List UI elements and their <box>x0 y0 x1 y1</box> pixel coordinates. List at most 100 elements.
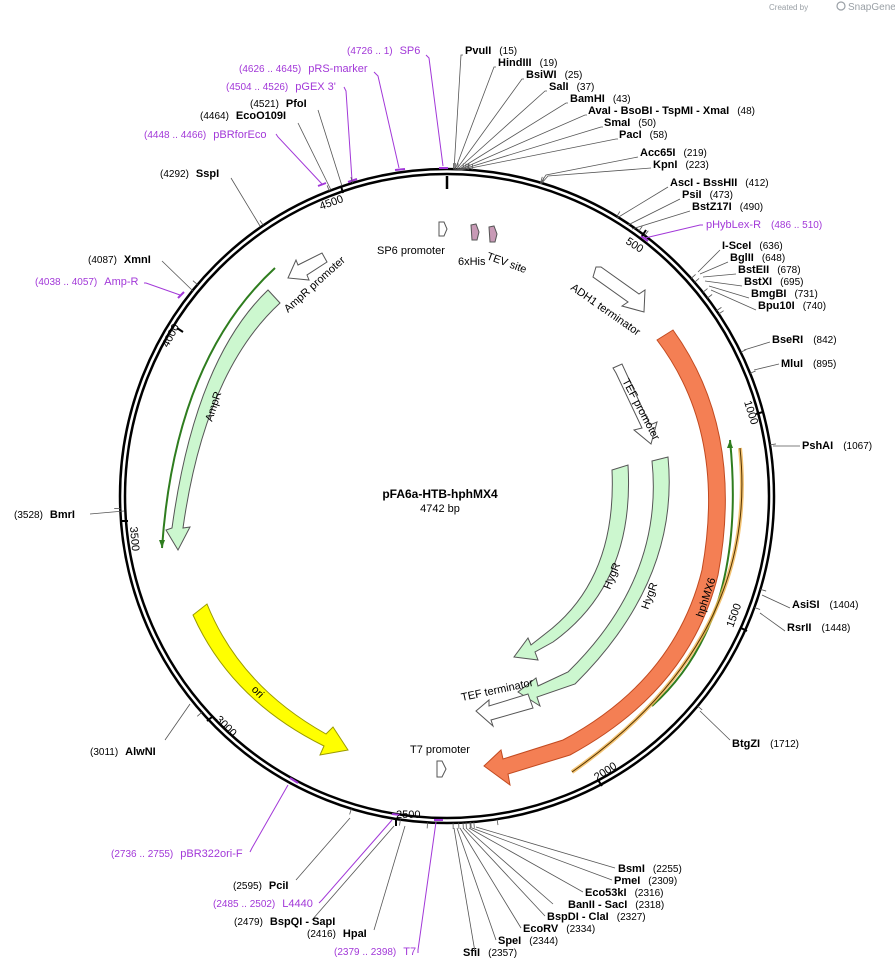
enzyme-asci-group-name: AscI - BssHII <box>670 177 737 189</box>
enzyme-bpu10i-pos: (740) <box>803 301 826 312</box>
enzyme-sfii-name: SfiI <box>463 947 480 959</box>
enzyme-paci: PacI(58) <box>619 129 667 141</box>
cut-site-mark <box>702 288 708 293</box>
enzyme-hindiii-name: HindIII <box>498 57 532 69</box>
primer-l4440-name: L4440 <box>282 898 313 910</box>
primer-pgex3-name: pGEX 3' <box>295 81 336 93</box>
enzyme-btgzi: BtgZI(1712) <box>732 738 799 750</box>
tick-2000: 2000 <box>592 760 619 783</box>
primer-prs-marker-pos: (4626 .. 4645) <box>239 64 301 75</box>
enzyme-rsrii-pos: (1448) <box>821 623 850 634</box>
enzyme-smai-name: SmaI <box>604 117 630 129</box>
enzyme-pshai: PshAI(1067) <box>802 440 872 452</box>
cut-site-mark <box>192 280 198 285</box>
enzyme-sfii: SfiI(2357) <box>463 947 517 959</box>
primer-l4440-pos: (2485 .. 2502) <box>213 899 275 910</box>
hph-gold-strand-core <box>571 447 743 773</box>
enzyme-bspqi-sapi-name: BspQI - SapI <box>270 916 335 928</box>
primer-amp-r: (4038 .. 4057)Amp-R <box>35 276 139 288</box>
enzyme-bmgbi: BmgBI(731) <box>751 288 818 300</box>
enzyme-kpni: KpnI(223) <box>653 159 709 171</box>
cut-site-mark <box>496 819 499 826</box>
hygr-inner-arrow <box>513 464 630 661</box>
enzyme-i-scei-name: I-SceI <box>722 240 751 252</box>
cut-site-mark <box>716 307 722 312</box>
enzyme-i-scei-pos: (636) <box>759 241 782 252</box>
snapgene-logo-icon <box>836 1 846 11</box>
enzyme-eco53ki: Eco53kI(2316) <box>585 887 664 899</box>
enzyme-ecoo109i-name: EcoO109I <box>236 110 286 122</box>
enzyme-xmni: (4087)XmnI <box>88 254 151 266</box>
enzyme-bpu10i-name: Bpu10I <box>758 300 795 312</box>
enzyme-alwni-pos: (3011) <box>90 747 118 758</box>
cut-site-mark <box>690 274 696 279</box>
enzyme-hpai-pos: (2416) <box>307 929 336 940</box>
enzyme-pvuii-pos: (15) <box>499 46 517 57</box>
label-t7-promoter: T7 promoter <box>410 744 470 756</box>
enzyme-bspqi-sapi-pos: (2479) <box>234 917 263 928</box>
cut-site-mark <box>707 294 713 299</box>
enzyme-pcii-pos: (2595) <box>233 881 262 892</box>
enzyme-eco53ki-pos: (2316) <box>635 888 664 899</box>
enzyme-bmgbi-name: BmgBI <box>751 288 786 300</box>
enzyme-bsiwi: BsiWI(25) <box>526 69 582 81</box>
primer-markers <box>144 54 703 953</box>
created-by-text: Created by <box>769 3 808 12</box>
enzyme-bstxi-pos: (695) <box>780 277 803 288</box>
enzyme-bstz17i: BstZ17I(490) <box>692 201 763 213</box>
adh1-terminator-arrow <box>592 266 646 313</box>
enzyme-asisi: AsiSI(1404) <box>792 599 858 611</box>
enzyme-alwni-name: AlwNI <box>125 746 156 758</box>
feature-arrows <box>159 221 744 787</box>
enzyme-bmri-name: BmrI <box>50 509 75 521</box>
enzyme-ecorv: EcoRV(2334) <box>523 923 595 935</box>
cut-site-mark <box>349 808 352 815</box>
enzyme-bsteii-pos: (678) <box>777 265 800 276</box>
enzyme-pcii: (2595) PciI <box>233 880 288 892</box>
enzyme-bglii-name: BglII <box>730 252 754 264</box>
cut-site-mark <box>694 278 700 283</box>
enzyme-kpni-pos: (223) <box>685 160 708 171</box>
cut-site-mark <box>259 220 264 226</box>
label-sp6-promoter: SP6 promoter <box>377 245 445 257</box>
primer-t7-pos: (2379 .. 2398) <box>334 947 396 958</box>
enzyme-hpai-name: HpaI <box>343 928 367 940</box>
enzyme-bsmi-pos: (2255) <box>653 864 682 875</box>
enzyme-bstxi-name: BstXI <box>744 276 772 288</box>
primer-amp-r-pos: (4038 .. 4057) <box>35 277 97 288</box>
tick-4000: 4000 <box>160 322 182 349</box>
enzyme-bstz17i-pos: (490) <box>740 202 763 213</box>
enzyme-bspqi-sapi: (2479) BspQI - SapI <box>234 916 335 928</box>
ampr-green-strand <box>161 267 276 549</box>
enzyme-mlui-pos: (895) <box>813 359 836 370</box>
cut-site-mark <box>326 185 330 192</box>
enzyme-bsmi-name: BsmI <box>618 863 645 875</box>
enzyme-pmei-pos: (2309) <box>648 876 677 887</box>
enzyme-asci-group-pos: (412) <box>745 178 768 189</box>
primer-t7: (2379 .. 2398)T7 <box>334 946 416 958</box>
primer-pbr322ori-f-pos: (2736 .. 2755) <box>111 849 173 860</box>
enzyme-bspdi-clai-pos: (2327) <box>617 912 646 923</box>
enzyme-bglii-pos: (648) <box>762 253 785 264</box>
cut-site-mark <box>760 588 767 592</box>
enzyme-pcii-name: PciI <box>269 880 289 892</box>
cut-site-mark <box>540 176 543 183</box>
ampr-arrow <box>165 289 281 552</box>
primer-phyblex-r-pos: (486 .. 510) <box>771 220 822 231</box>
label-tev-site: TEV site <box>485 251 528 276</box>
primer-pbr322ori-f: (2736 .. 2755)pBR322ori-F <box>111 848 243 860</box>
primer-l4440: (2485 .. 2502) L4440 <box>213 898 313 910</box>
enzyme-bseri-name: BseRI <box>772 334 803 346</box>
cut-site-mark <box>718 310 724 315</box>
cut-site-mark <box>350 177 353 184</box>
cut-site-mark <box>754 607 761 610</box>
cut-site-mark <box>638 226 643 232</box>
leader-lines <box>89 54 800 953</box>
primer-phyblex-r: pHybLex-R (486 .. 510) <box>706 219 822 231</box>
enzyme-mlui-name: MluI <box>781 358 803 370</box>
plasmid-size: 4742 bp <box>420 503 460 515</box>
hph-green-strand-head <box>727 440 733 448</box>
primer-phyblex-r-name: pHybLex-R <box>706 219 761 231</box>
enzyme-sspi-name: SspI <box>196 168 219 180</box>
